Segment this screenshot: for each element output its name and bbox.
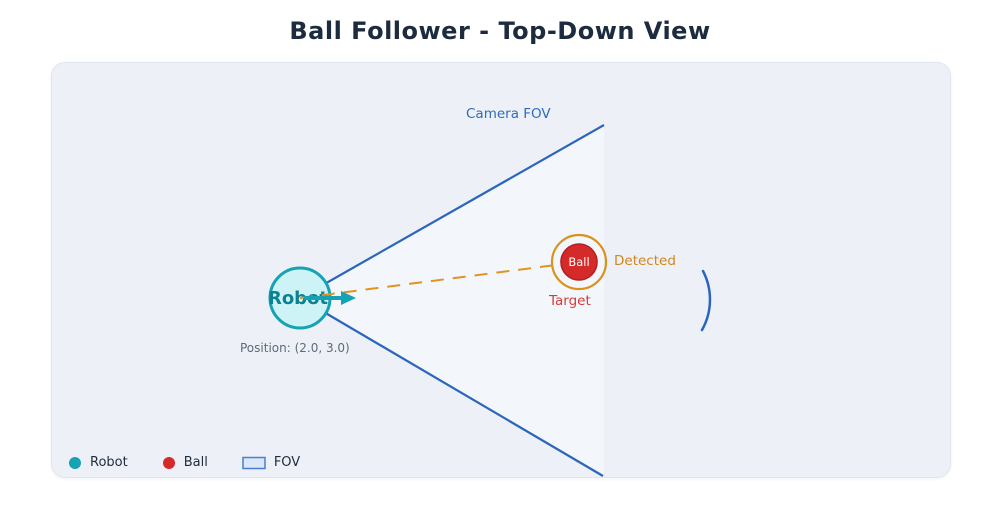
legend-item-fov: FOV (242, 455, 300, 470)
camera-fov-wedge (300, 125, 604, 476)
legend-label-robot: Robot (90, 455, 128, 470)
fov-line-upper (299, 124, 605, 299)
ball-circle (560, 243, 598, 281)
target-label: Target (548, 293, 591, 309)
legend-item-ball: Ball (162, 455, 208, 470)
position-label: Position: (2.0, 3.0) (240, 341, 350, 355)
camera-fov-label: Camera FOV (466, 106, 551, 122)
page-title: Ball Follower - Top-Down View (289, 17, 711, 45)
ball-label: Ball (568, 255, 589, 269)
legend-item-robot: Robot (68, 455, 128, 470)
detected-label: Detected (614, 253, 676, 269)
detection-ring (550, 233, 608, 291)
sight-dashed-line (299, 261, 580, 299)
robot-label: Robot (268, 288, 328, 309)
legend-label-fov: FOV (273, 455, 301, 470)
fov-swatch-icon (242, 456, 266, 469)
range-arc (700, 269, 712, 332)
heading-arrow-head (341, 291, 356, 305)
legend: Robot Ball FOV (68, 455, 300, 470)
robot-swatch-icon (69, 456, 81, 469)
fov-line-lower (299, 297, 604, 477)
ball-swatch-icon (162, 456, 175, 469)
legend-label-ball: Ball (183, 455, 208, 470)
